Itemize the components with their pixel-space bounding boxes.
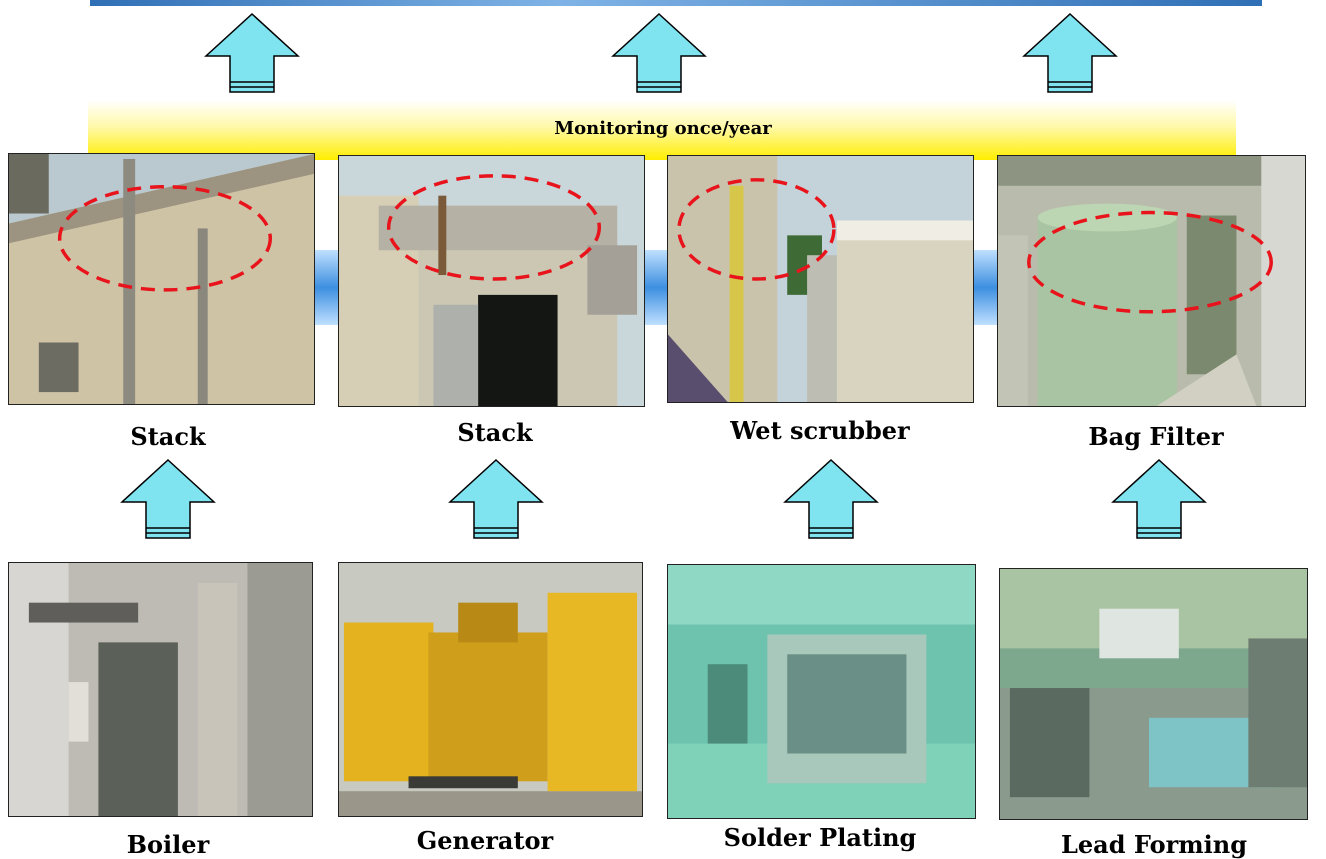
source-caption: Generator xyxy=(416,826,554,855)
control-caption: Stack xyxy=(457,418,533,447)
up-arrow-icon xyxy=(204,12,300,94)
stack-photo xyxy=(8,153,315,405)
control-caption: Stack xyxy=(130,422,206,451)
up-arrow-icon xyxy=(120,458,216,540)
wet-scrubber-photo xyxy=(667,155,974,403)
up-arrow-icon xyxy=(448,458,544,540)
stack-photo xyxy=(338,155,645,407)
boiler-photo xyxy=(8,562,313,817)
lead-forming-photo xyxy=(999,568,1308,820)
monitoring-band xyxy=(88,100,1236,160)
source-caption: Lead Forming xyxy=(1061,830,1247,859)
source-caption: Solder Plating xyxy=(723,823,917,852)
solder-plating-photo xyxy=(667,564,976,819)
bag-filter-photo xyxy=(997,155,1306,407)
source-caption: Boiler xyxy=(126,830,210,859)
control-caption: Wet scrubber xyxy=(730,416,910,445)
top-decorative-bar xyxy=(90,0,1262,6)
up-arrow-icon xyxy=(783,458,879,540)
control-caption: Bag Filter xyxy=(1088,422,1224,451)
up-arrow-icon xyxy=(1111,458,1207,540)
generator-photo xyxy=(338,562,643,817)
up-arrow-icon xyxy=(611,12,707,94)
up-arrow-icon xyxy=(1022,12,1118,94)
monitoring-label: Monitoring once/year xyxy=(554,118,772,139)
connector-bar xyxy=(312,250,342,325)
